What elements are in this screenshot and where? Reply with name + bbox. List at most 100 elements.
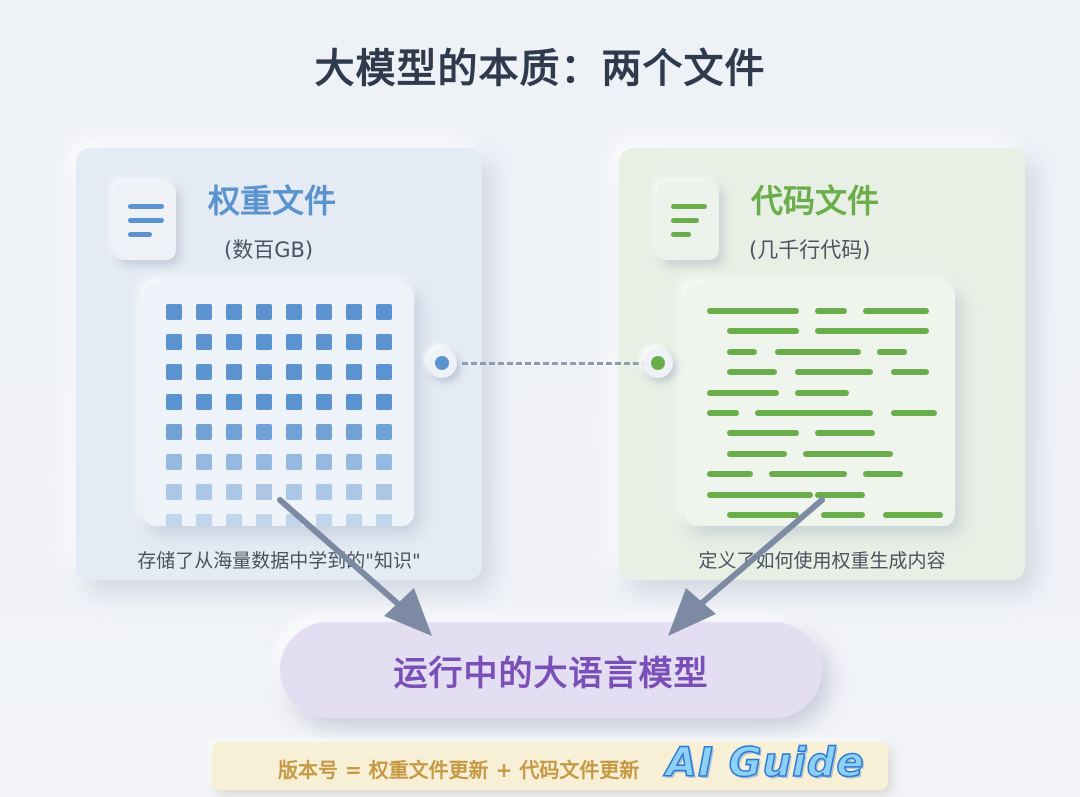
weights-file-caption: 存储了从海量数据中学到的"知识": [137, 550, 421, 572]
ai-guide-watermark: AI Guide: [665, 739, 865, 787]
weight-cell: [196, 424, 212, 440]
code-line: [727, 450, 787, 457]
green-dot-icon: [651, 356, 665, 370]
weight-cell: [256, 394, 272, 410]
weight-cell: [346, 484, 362, 500]
weight-cell: [226, 514, 242, 526]
weights-file-title: 权重文件: [208, 182, 337, 220]
weight-cell: [376, 364, 392, 380]
code-line: [863, 308, 929, 314]
code-line: [727, 512, 799, 518]
code-line: [755, 410, 873, 416]
weight-cell: [286, 364, 302, 380]
weight-cell: [286, 334, 302, 350]
weight-cell: [316, 364, 332, 380]
page-title: 大模型的本质：两个文件: [314, 46, 766, 92]
weight-cell: [376, 514, 392, 526]
weight-cell: [256, 514, 272, 526]
weight-cell: [376, 484, 392, 500]
weight-cell: [256, 454, 272, 470]
weight-cell: [376, 304, 392, 320]
code-line: [707, 410, 739, 416]
weight-cell: [166, 454, 182, 470]
weight-cell: [286, 424, 302, 440]
weights-file-panel: 权重文件 (数百GB) 存储了从海量数据中学到的"知识": [76, 148, 482, 580]
code-connector-node: [643, 348, 673, 378]
weights-connector-node: [427, 348, 457, 378]
weight-cell: [166, 424, 182, 440]
weight-cell: [346, 394, 362, 410]
code-line: [795, 369, 873, 376]
code-line: [727, 348, 757, 355]
code-line: [803, 450, 893, 457]
code-line: [883, 512, 943, 518]
weight-cell: [256, 334, 272, 350]
code-line: [815, 308, 847, 314]
weight-cell: [256, 424, 272, 440]
code-line: [815, 491, 865, 498]
weight-cell: [286, 394, 302, 410]
weight-cell: [346, 304, 362, 320]
running-llm-label: 运行中的大语言模型: [393, 654, 709, 694]
running-llm-pill: 运行中的大语言模型: [280, 622, 822, 718]
weight-cell: [346, 424, 362, 440]
weight-cell: [316, 514, 332, 526]
version-formula-text: 版本号 = 权重文件更新 + 代码文件更新: [278, 758, 640, 782]
code-line: [727, 369, 777, 376]
code-line: [707, 389, 779, 396]
weights-file-size: (数百GB): [224, 238, 314, 262]
weights-document-icon: [114, 182, 176, 260]
weight-cell: [196, 484, 212, 500]
weight-cell: [166, 364, 182, 380]
blue-dot-icon: [435, 356, 449, 370]
weight-cell: [166, 394, 182, 410]
code-line: [877, 348, 907, 355]
weight-cell: [346, 454, 362, 470]
weight-cell: [196, 394, 212, 410]
weight-cell: [196, 334, 212, 350]
code-file-size: (几千行代码): [749, 238, 871, 262]
panel-connector-dashed-line: [462, 362, 648, 365]
weight-cell: [226, 334, 242, 350]
weight-cell: [286, 454, 302, 470]
code-line: [815, 328, 929, 335]
code-line: [795, 389, 849, 396]
code-line: [815, 430, 875, 437]
weight-cell: [286, 304, 302, 320]
weight-cell: [226, 364, 242, 380]
weight-cell: [256, 304, 272, 320]
code-line: [727, 430, 799, 437]
code-line: [727, 328, 799, 335]
weight-cell: [196, 304, 212, 320]
weight-cell: [316, 424, 332, 440]
weight-cell: [286, 484, 302, 500]
code-line: [863, 471, 903, 478]
weight-cell: [196, 364, 212, 380]
code-file-panel: 代码文件 (几千行代码) 定义了如何使用权重生成内容: [619, 148, 1025, 580]
weight-cell: [226, 424, 242, 440]
weight-cell: [316, 394, 332, 410]
weights-matrix-card: [144, 284, 414, 526]
weight-cell: [196, 514, 212, 526]
weight-cell: [316, 334, 332, 350]
weight-cell: [226, 304, 242, 320]
weight-cell: [166, 304, 182, 320]
weight-cell: [316, 304, 332, 320]
weight-cell: [346, 334, 362, 350]
weights-to-llm-arrow: [277, 497, 432, 636]
code-file-title: 代码文件: [751, 182, 880, 220]
weight-cell: [376, 424, 392, 440]
code-line: [891, 410, 937, 416]
weight-cell: [226, 394, 242, 410]
weight-cell: [316, 484, 332, 500]
weight-cell: [376, 334, 392, 350]
weight-cell: [196, 454, 212, 470]
code-line: [821, 512, 865, 518]
weight-cell: [316, 454, 332, 470]
code-line: [707, 308, 799, 314]
code-line: [707, 491, 813, 498]
code-to-llm-arrow: [668, 497, 825, 636]
weight-cell: [376, 454, 392, 470]
weight-cell: [166, 484, 182, 500]
